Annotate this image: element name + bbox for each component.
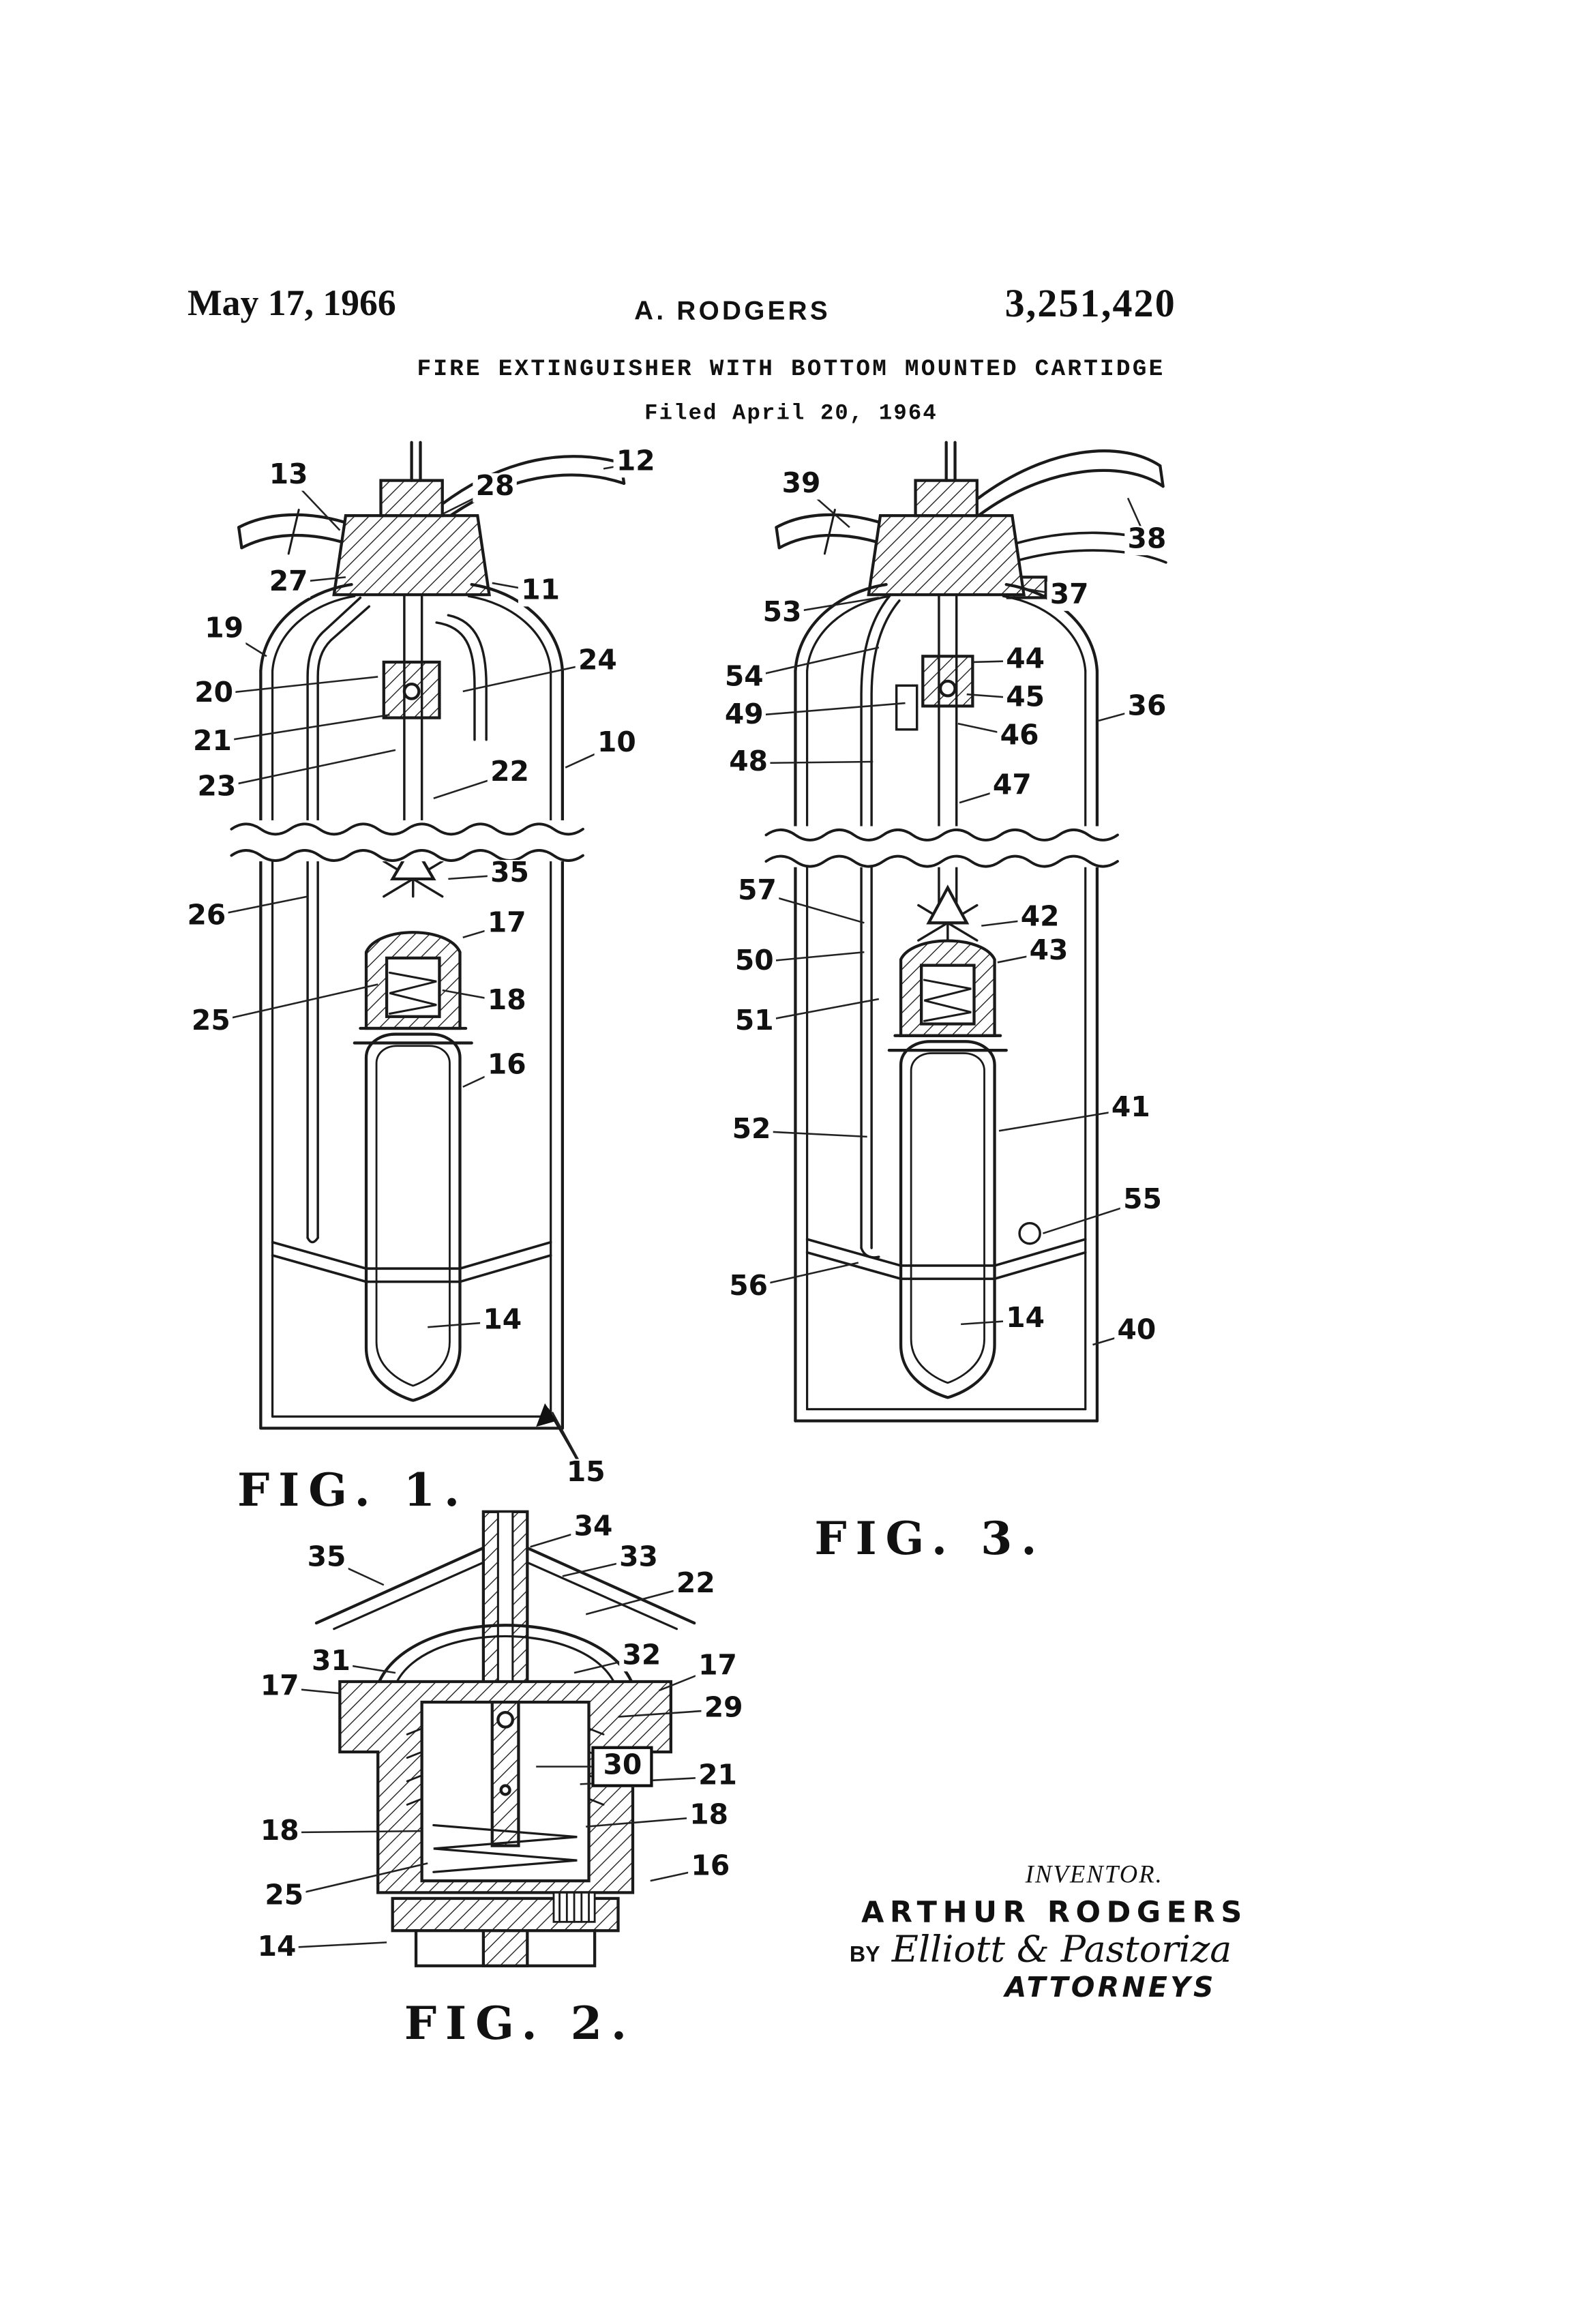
leader-line: [530, 1527, 594, 1548]
leader-line: [428, 1320, 503, 1328]
leader-line: [433, 772, 510, 799]
leader-line: [573, 1656, 642, 1674]
leader-line: [744, 702, 906, 717]
leader-line: [757, 891, 865, 924]
inventor-short-name: A. RODGERS: [634, 295, 831, 325]
leader-line: [781, 597, 880, 615]
leader-line: [650, 1866, 711, 1882]
leader-line: [998, 1107, 1131, 1132]
leader-line: [280, 1830, 422, 1834]
leader-line: [801, 484, 850, 528]
leader-line: [959, 786, 1013, 804]
figure-caption-1: FIG. 1.: [237, 1465, 469, 1518]
leader-line: [957, 722, 1020, 738]
fig3-extinguisher-drawing: [764, 441, 1167, 1422]
leader-line: [585, 1583, 696, 1615]
leader-line: [213, 676, 378, 696]
figure-caption-3: FIG. 3.: [814, 1513, 1046, 1566]
inventor-name: ARTHUR RODGERS: [861, 1894, 1248, 1930]
leader-line: [966, 693, 1026, 700]
leader-line: [326, 1558, 385, 1586]
attorney-firm-name: Elliott & Pastoriza: [891, 1927, 1232, 1971]
patent-title: FIRE EXTINGUISHER WITH BOTTOM MOUNTED CA…: [417, 355, 1165, 383]
leader-line: [743, 646, 880, 679]
filing-date: Filed April 20, 1964: [644, 401, 938, 427]
leader-line: [1126, 497, 1148, 541]
leader-line: [748, 760, 874, 764]
leader-line: [659, 1666, 719, 1692]
fig2-valve-detail-drawing: [314, 1510, 696, 1967]
leader-line: [1092, 1330, 1137, 1346]
inventor-label: INVENTOR.: [1025, 1860, 1163, 1888]
leader-line: [565, 743, 617, 769]
patent-number: 3,251,420: [1004, 281, 1176, 325]
leader-line: [206, 895, 308, 918]
leader-line: [972, 659, 1026, 664]
leader-line: [751, 1130, 867, 1138]
leader-line: [462, 923, 507, 939]
fig1-extinguisher-drawing: [230, 441, 626, 1466]
leader-line: [448, 874, 510, 880]
leader-line: [981, 917, 1041, 927]
leader-line: [223, 629, 267, 657]
leader-line: [331, 1661, 396, 1674]
attorneys-label: ATTORNEYS: [1004, 1971, 1217, 2004]
leader-line: [216, 749, 396, 789]
figure-caption-2: FIG. 2.: [404, 1998, 636, 2051]
leader-line: [280, 1686, 340, 1695]
leader-line: [462, 661, 598, 693]
leader-line: [551, 1412, 587, 1474]
leader-line: [754, 951, 865, 964]
leader-line: [276, 1941, 387, 1950]
leader-line: [997, 951, 1049, 964]
leader-line: [284, 1862, 428, 1898]
issue-date: May 17, 1966: [187, 284, 396, 324]
by-label: BY: [849, 1942, 880, 1967]
leader-line: [211, 983, 378, 1024]
leader-line: [212, 713, 390, 744]
leader-line: [748, 1262, 859, 1289]
leader-line: [462, 1065, 507, 1088]
leader-line: [1043, 1200, 1143, 1234]
attorney-signature: BY Elliott & Pastoriza: [850, 1928, 1232, 1970]
leader-line: [1098, 706, 1148, 722]
